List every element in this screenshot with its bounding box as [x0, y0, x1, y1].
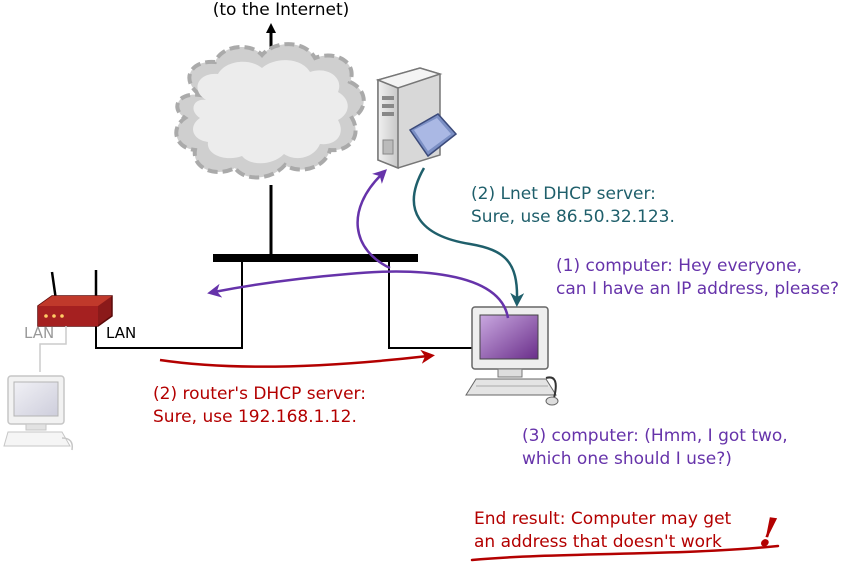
- result-line2: an address that doesn't work: [474, 532, 722, 552]
- lan-black-label: LAN: [106, 324, 136, 342]
- lan-computer-icon: [3, 375, 74, 451]
- broadcast-server-arrow: [356, 169, 391, 270]
- internet-label: (to the Internet): [213, 0, 350, 20]
- router-icon: [37, 270, 113, 327]
- step1-line2: can I have an IP address, please?: [556, 279, 839, 299]
- result-underline: [470, 544, 780, 562]
- result-line1: End result: Computer may get: [474, 509, 732, 529]
- lan-gray-label: LAN: [24, 324, 54, 342]
- router-server-title: (2) router's DHCP server:: [153, 384, 366, 404]
- bus-to-router-line: [95, 262, 243, 349]
- step3-line1: (3) computer: (Hmm, I got two,: [522, 426, 788, 446]
- step1-line1: (1) computer: Hey everyone,: [556, 256, 802, 276]
- lnet-server-title: (2) Lnet DHCP server:: [471, 184, 656, 204]
- bus-to-computer-line: [388, 262, 472, 349]
- lnet-server-reply: Sure, use 86.50.32.123.: [471, 207, 675, 227]
- lnet-reply-arrow: [412, 167, 525, 307]
- server-icon: [375, 67, 458, 170]
- computer-icon: [465, 306, 559, 406]
- router-server-reply: Sure, use 192.168.1.12.: [153, 407, 357, 427]
- router-to-lan-computer-line: [39, 326, 67, 372]
- step3-line2: which one should I use?): [522, 449, 732, 469]
- exclamation-mark: !: [756, 508, 780, 557]
- network-bus: [213, 254, 418, 262]
- cloud-icon: [174, 42, 366, 180]
- router-reply-arrow: [159, 349, 435, 368]
- broadcast-left-arrow: [207, 270, 510, 319]
